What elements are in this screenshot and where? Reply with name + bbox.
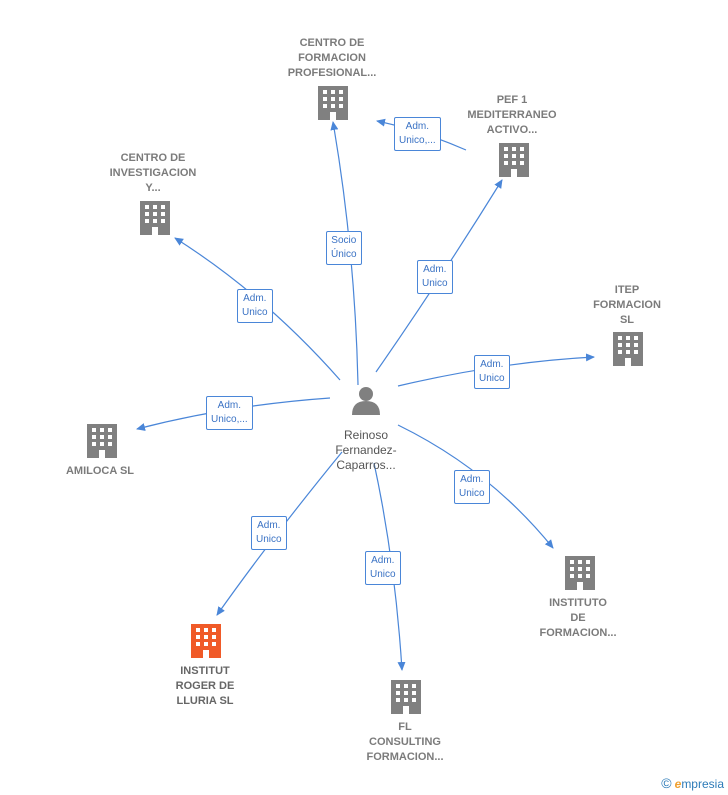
company-label-itep[interactable]: ITEP FORMACION SL	[593, 284, 661, 326]
center-person-label[interactable]: Reinoso Fernandez- Caparros...	[335, 428, 397, 472]
company-label-centro-investigacion[interactable]: CENTRO DE INVESTIGACION Y...	[109, 152, 197, 194]
edge-label-instituto-formacion[interactable]: Adm. Unico	[454, 470, 490, 504]
building-icon-amiloca[interactable]	[87, 424, 117, 458]
building-icon-institut-roger[interactable]	[191, 624, 221, 658]
brand-footer: ©empresia	[661, 775, 724, 791]
building-icon-centro-investigacion[interactable]	[140, 201, 170, 235]
company-label-fl-consulting[interactable]: FL CONSULTING FORMACION...	[366, 721, 444, 763]
person-icon[interactable]	[352, 387, 380, 415]
edge-label-centro-formacion[interactable]: Socio Único	[326, 231, 362, 265]
edge-label-amiloca[interactable]: Adm. Unico,...	[206, 396, 253, 430]
edge-label-pef1[interactable]: Adm. Unico	[417, 260, 453, 294]
edge-label-centro-investigacion[interactable]: Adm. Unico	[237, 289, 273, 323]
building-icon-centro-formacion[interactable]	[318, 86, 348, 120]
building-icon-itep[interactable]	[613, 332, 643, 366]
brand-initial: e	[674, 777, 682, 791]
company-label-amiloca[interactable]: AMILOCA SL	[65, 465, 135, 477]
edge-label-fl-consulting[interactable]: Adm. Unico	[365, 551, 401, 585]
company-label-instituto-formacion[interactable]: INSTITUTO DE FORMACION...	[539, 597, 617, 639]
edge-label-pef1-centro-formacion[interactable]: Adm. Unico,...	[394, 117, 441, 151]
company-label-pef1[interactable]: PEF 1 MEDITERRANEO ACTIVO...	[467, 94, 557, 136]
edge-label-institut-roger[interactable]: Adm. Unico	[251, 516, 287, 550]
building-icon-fl-consulting[interactable]	[391, 680, 421, 714]
building-icon-instituto-formacion[interactable]	[565, 556, 595, 590]
copyright-icon: ©	[661, 775, 672, 791]
edge-label-itep[interactable]: Adm. Unico	[474, 355, 510, 389]
company-label-institut-roger[interactable]: INSTITUT ROGER DE LLURIA SL	[175, 665, 235, 707]
brand-name: mpresia	[681, 777, 724, 791]
company-label-centro-formacion[interactable]: CENTRO DE FORMACION PROFESIONAL...	[287, 37, 377, 79]
building-icon-pef1[interactable]	[499, 143, 529, 177]
